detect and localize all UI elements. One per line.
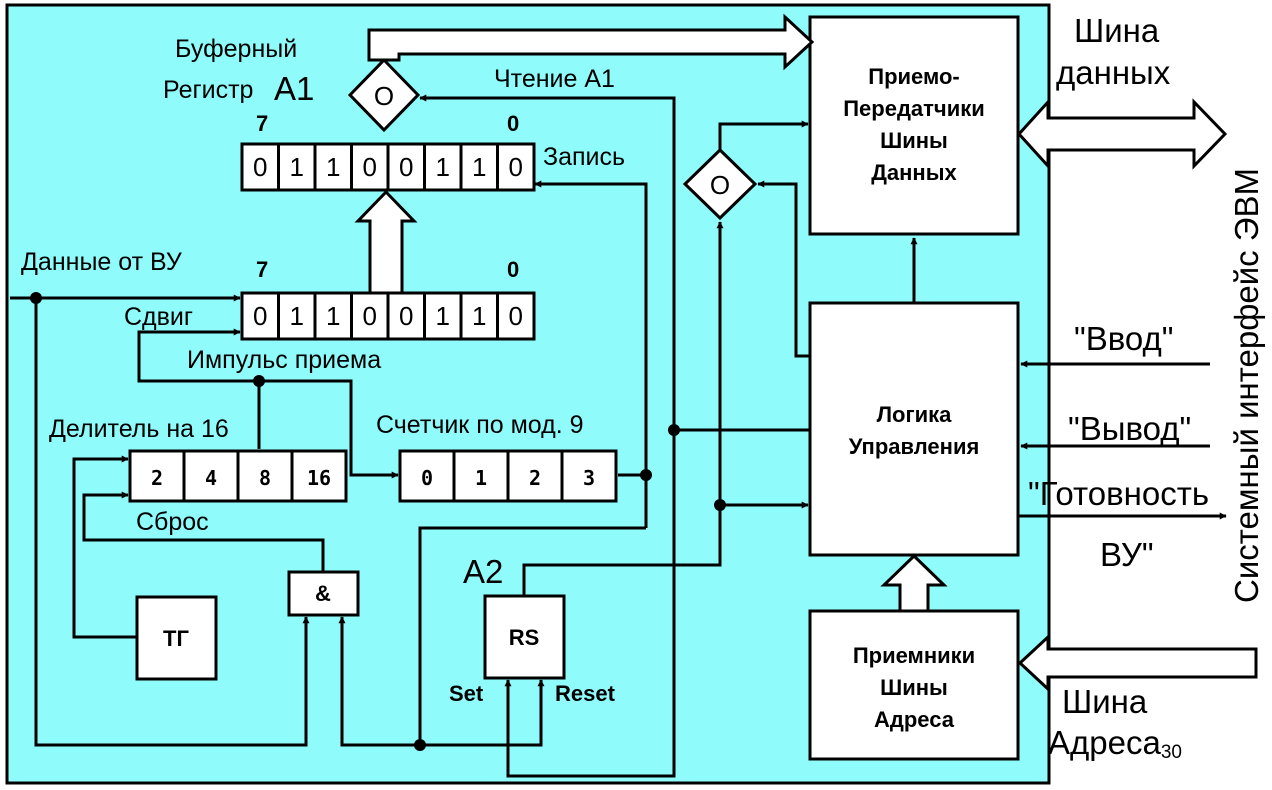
- register-label: Регистр: [163, 76, 253, 104]
- buffer-register-bit-value: 1: [290, 152, 304, 182]
- read-a1-label: Чтение А1: [494, 65, 615, 93]
- shift-register-bit-value: 0: [363, 301, 377, 331]
- counter-value: 0: [421, 466, 433, 490]
- tg-block: ТГ: [135, 595, 218, 681]
- transceivers-line-1: Приемо-: [868, 64, 959, 89]
- counter-block: 0 1 2 3: [398, 449, 618, 503]
- reset-line-label: Сброс: [136, 508, 209, 536]
- transceivers-block: Приемо- Передатчики Шины Данных: [808, 15, 1020, 236]
- tg-label: ТГ: [163, 626, 189, 651]
- write-label: Запись: [543, 143, 625, 171]
- ready-signal-label-1: "Готовность: [1028, 475, 1209, 512]
- counter-value: 1: [475, 466, 487, 490]
- buffer-register-bit-cell: [313, 142, 353, 192]
- buffer-register-bit-value: 1: [326, 152, 340, 182]
- or-gate-a1-symbol: О: [374, 81, 394, 111]
- shift-register-bit-cell: [459, 291, 499, 341]
- rs-trigger: RS: [483, 594, 566, 680]
- shift-register-bit-value: 0: [399, 301, 413, 331]
- set-label: Set: [449, 681, 484, 706]
- output-signal-label: "Вывод": [1068, 410, 1191, 447]
- control-logic-line-2: Управления: [849, 434, 980, 459]
- buffer-register-bit-value: 0: [363, 152, 377, 182]
- buffer-register-bit-value: 0: [253, 152, 267, 182]
- wires: [10, 94, 1227, 778]
- shift-register-bit-cell: [496, 291, 536, 341]
- a1-label: А1: [274, 70, 314, 107]
- address-receivers-block: Приемники Шины Адреса: [808, 609, 1020, 761]
- shift-register-bit-cell: [313, 291, 353, 341]
- reset-label: Reset: [555, 681, 616, 706]
- shift-register-bit-value: 1: [436, 301, 450, 331]
- address-receivers-line-2: Шины: [880, 675, 948, 700]
- bit-7-bottom: 7: [256, 257, 268, 282]
- shift-label: Сдвиг: [124, 303, 193, 331]
- address-bus-arrow: [1017, 633, 1258, 693]
- buffer-register-bit-value: 1: [436, 152, 450, 182]
- a2-label: А2: [463, 553, 503, 590]
- divider-label: Делитель на 16: [49, 415, 229, 443]
- transceivers-line-3: Шины: [880, 128, 948, 153]
- shift-register-bit-cell: [423, 291, 463, 341]
- divider-cell: [290, 449, 348, 503]
- data-bus-arrow: [1016, 98, 1228, 170]
- bit-0-top: 0: [507, 111, 519, 136]
- buffer-register-bit-value: 1: [472, 152, 486, 182]
- address-bus-subscript: 30: [1161, 742, 1182, 763]
- bus-arrow-shift-to-buffer: [354, 189, 418, 295]
- shift-register-bit-value: 1: [326, 301, 340, 331]
- shift-register-bit-value: 1: [290, 301, 304, 331]
- data-bus-label-2: данных: [1056, 54, 1171, 91]
- data-from-vu-label: Данные от ВУ: [21, 248, 182, 276]
- bus-arrow-address-to-logic: [880, 553, 948, 613]
- transceivers-line-4: Данных: [871, 160, 957, 185]
- counter-cell: [452, 449, 510, 503]
- buffer-register-bit-value: 0: [509, 152, 523, 182]
- address-bus-label-2: Адреса30: [1048, 724, 1182, 763]
- address-receivers-line-3: Адреса: [874, 707, 955, 732]
- control-logic-block: Логика Управления: [808, 301, 1020, 557]
- input-signal-label: "Ввод": [1074, 320, 1173, 357]
- divider-cell: [182, 449, 240, 503]
- buffer-register-bit-cell: [350, 142, 390, 192]
- bit-7-top: 7: [256, 111, 268, 136]
- bus-arrow-a1-to-transceivers: [367, 13, 815, 71]
- counter-value: 2: [529, 466, 541, 490]
- divider-block: 2 4 8 16: [128, 449, 348, 503]
- rs-label: RS: [509, 625, 540, 650]
- address-bus-label-text: Адреса: [1048, 724, 1161, 761]
- shift-register-bit-value: 1: [472, 301, 486, 331]
- buffer-register-bit-value: 0: [399, 152, 413, 182]
- and-gate-label: &: [315, 581, 331, 606]
- divider-value: 4: [205, 466, 217, 490]
- counter-cell: [560, 449, 618, 503]
- transceivers-line-2: Передатчики: [843, 96, 985, 121]
- counter-cell: [506, 449, 564, 503]
- or-gate-a1: О: [347, 57, 421, 133]
- ready-signal-label-2: ВУ": [1100, 536, 1154, 573]
- shift-register-bit-value: 0: [253, 301, 267, 331]
- divider-value: 8: [259, 466, 271, 490]
- address-bus-label-1: Шина: [1062, 683, 1148, 720]
- or-gate-bus-symbol: О: [710, 170, 730, 200]
- buffer-register-label: Буферный: [175, 35, 297, 63]
- address-receivers-line-1: Приемники: [853, 643, 975, 668]
- control-logic-line-1: Логика: [877, 402, 953, 427]
- divider-value: 16: [307, 466, 331, 490]
- buffer-register-bit-cell: [496, 142, 536, 192]
- buffer-register-bit-cell: [386, 142, 426, 192]
- divider-value: 2: [151, 466, 163, 490]
- system-interface-label: Системный интерфейс ЭВМ: [1228, 168, 1265, 603]
- receive-pulse-label: Импульс приема: [187, 346, 381, 374]
- counter-value: 3: [583, 466, 595, 490]
- and-gate: &: [287, 570, 360, 617]
- or-gate-bus: О: [682, 147, 758, 221]
- shift-register-bit-value: 0: [509, 301, 523, 331]
- counter-label: Счетчик по мод. 9: [376, 411, 584, 439]
- bit-0-bottom: 0: [507, 257, 519, 282]
- data-bus-label-1: Шина: [1074, 12, 1160, 49]
